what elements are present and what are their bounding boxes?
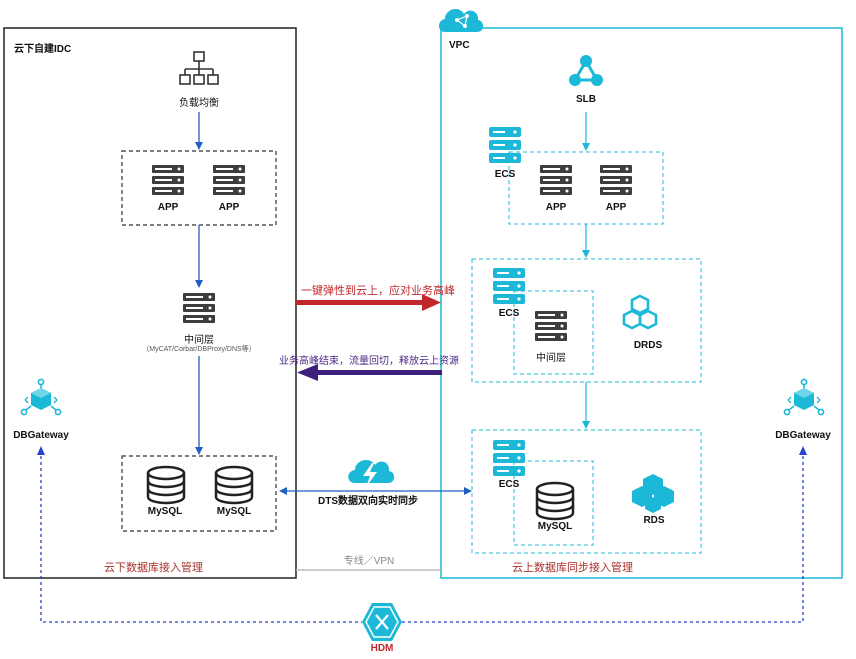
idc-middle-layer-note: （MyCAT/Corbar/DBProxy/DNS等）: [142, 346, 256, 353]
vpc-middle-group: [471, 258, 702, 383]
idc-mysql-group: [121, 455, 277, 532]
idc-middle-layer-label: 中间层: [184, 335, 214, 346]
dts-sync-line: [279, 487, 472, 495]
idc-title: 云下自建IDC: [14, 44, 72, 55]
dedicated-line-label: 专线／VPN: [343, 556, 395, 567]
ecs-icon: [493, 268, 525, 304]
ecs-icon: [493, 440, 525, 476]
back-to-idc-label: 业务高峰结束，流量回切，释放云上资源: [279, 356, 459, 367]
load-balancer-label: 负载均衡: [179, 98, 219, 109]
arrow-back-to-idc: [297, 364, 442, 381]
vpc-boundary: [440, 27, 843, 579]
server-icon: [540, 165, 572, 195]
idc-app-label-1: APP: [157, 202, 179, 213]
vpc-ecs-middle-label: ECS: [498, 308, 520, 319]
vpc-app-label-2: APP: [605, 202, 627, 213]
vpc-ecs-db-box: [513, 460, 594, 546]
idc-app-group: [121, 150, 277, 226]
database-icon: [535, 481, 575, 521]
ecs-icon: [489, 127, 521, 163]
idc-app-label-2: APP: [218, 202, 240, 213]
cloud-icon: [439, 8, 484, 32]
vpc-mysql-label: MySQL: [537, 521, 573, 532]
server-icon: [183, 293, 215, 323]
hdm-dashed-connections: [37, 446, 807, 623]
vpc-ecs-db-label: ECS: [498, 479, 520, 490]
to-cloud-label: 一键弹性到云上，应对业务高峰: [301, 285, 455, 297]
load-balancer-icon: [179, 51, 219, 85]
vpc-ecs-middle-box: [513, 290, 594, 375]
server-icon: [213, 165, 245, 195]
rds-label: RDS: [643, 515, 665, 526]
idc-dbgateway-label: DBGateway: [13, 430, 69, 441]
database-icon: [146, 465, 186, 505]
rds-icon: [632, 474, 674, 513]
vpc-title: VPC: [449, 40, 470, 51]
slb-icon: [569, 55, 603, 86]
dts-label: DTS数据双向实时同步: [318, 496, 418, 507]
server-icon: [535, 311, 567, 341]
vpc-app-group: [508, 151, 664, 225]
vpc-caption: 云上数据库同步接入管理: [512, 562, 633, 574]
server-icon: [600, 165, 632, 195]
dbgateway-icon: [783, 378, 825, 416]
idc-mysql-label-1: MySQL: [147, 506, 183, 517]
idc-mysql-label-2: MySQL: [216, 506, 252, 517]
vpc-app-label-1: APP: [545, 202, 567, 213]
vpc-ecs-app-label: ECS: [494, 169, 516, 180]
server-icon: [152, 165, 184, 195]
arrow-to-cloud: [296, 294, 441, 311]
hdm-icon: [362, 603, 402, 641]
dts-icon: [348, 459, 395, 487]
slb-label: SLB: [576, 94, 596, 105]
dbgateway-icon: [20, 378, 62, 416]
hdm-label: HDM: [370, 643, 394, 654]
drds-icon: [622, 294, 658, 330]
vpc-middle-layer-label: 中间层: [536, 353, 566, 364]
vpc-dbgateway-label: DBGateway: [775, 430, 831, 441]
idc-caption: 云下数据库接入管理: [104, 562, 203, 574]
vpc-db-group: [471, 429, 702, 554]
database-icon: [214, 465, 254, 505]
drds-label: DRDS: [633, 340, 663, 351]
